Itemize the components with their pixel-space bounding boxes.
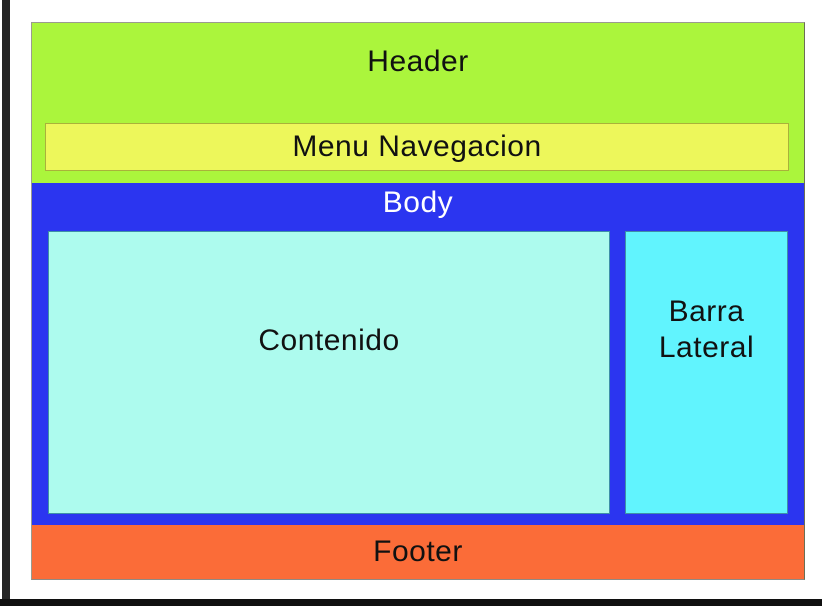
- footer-region-label: Footer: [373, 535, 463, 568]
- content-region-label: Contenido: [258, 324, 400, 357]
- body-region-label: Body: [382, 186, 454, 219]
- diagram-menu-navigation-region: Menu Navegacion: [45, 123, 789, 171]
- header-region-label: Header: [367, 45, 469, 78]
- diagram-header-region: Header Menu Navegacion: [32, 23, 804, 183]
- diagram-content-region: Contenido: [48, 231, 610, 514]
- diagram-body-region: Body Contenido Barra Lateral: [32, 183, 804, 525]
- diagram-footer-region: Footer: [32, 525, 804, 579]
- diagram-sidebar-region: Barra Lateral: [625, 231, 788, 514]
- screen-left-dark-edge: [2, 0, 10, 606]
- menu-navigation-region-label: Menu Navegacion: [292, 130, 542, 163]
- webpage-layout-diagram: Header Menu Navegacion Body Contenido Ba…: [31, 22, 805, 580]
- screen-bottom-dark-edge: [0, 599, 822, 606]
- sidebar-region-label: Barra Lateral: [658, 295, 755, 364]
